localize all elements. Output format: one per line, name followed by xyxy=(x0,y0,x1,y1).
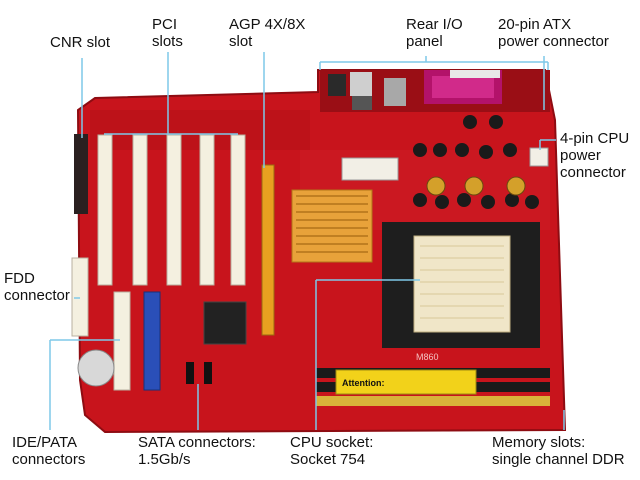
ide-connectors xyxy=(113,291,161,391)
label-fdd-connector: FDD connector xyxy=(4,270,70,304)
cnr-slot xyxy=(74,134,88,214)
atx-power-connector xyxy=(341,157,399,181)
chipset-heatsink xyxy=(291,189,373,263)
label-pci-slots: PCI slots xyxy=(152,16,183,50)
inductor-coils xyxy=(426,176,526,196)
label-ide-connectors: IDE/PATA connectors xyxy=(12,434,86,468)
board-model: M860 xyxy=(416,352,439,362)
label-atx-power-connector: 20-pin ATX power connector xyxy=(498,16,609,50)
sata-connectors xyxy=(186,362,212,384)
agp-slot xyxy=(261,164,275,336)
label-rear-io-panel: Rear I/O panel xyxy=(406,16,463,50)
label-cnr-slot: CNR slot xyxy=(50,34,111,51)
label-cpu-socket: CPU socket: Socket 754 xyxy=(290,434,374,468)
label-sata-connectors: SATA connectors: 1.5Gb/s xyxy=(138,434,256,468)
attention-sticker xyxy=(335,369,477,395)
cpu-power-connector xyxy=(529,147,549,167)
southbridge-chip xyxy=(203,301,247,345)
capacitors xyxy=(413,115,539,209)
fdd-connector xyxy=(71,257,89,337)
pci-slots xyxy=(97,134,246,286)
label-agp-slot: AGP 4X/8X slot xyxy=(229,16,306,50)
cmos-battery xyxy=(77,349,115,387)
cpu-socket xyxy=(382,222,540,348)
rear-io-panel xyxy=(320,70,550,112)
label-cpu-power-connector: 4-pin CPU power connector xyxy=(560,130,630,181)
label-memory-slots: Memory slots: single channel DDR xyxy=(492,434,625,468)
attention-title: Attention: xyxy=(342,378,385,388)
leader-lines xyxy=(49,52,565,430)
